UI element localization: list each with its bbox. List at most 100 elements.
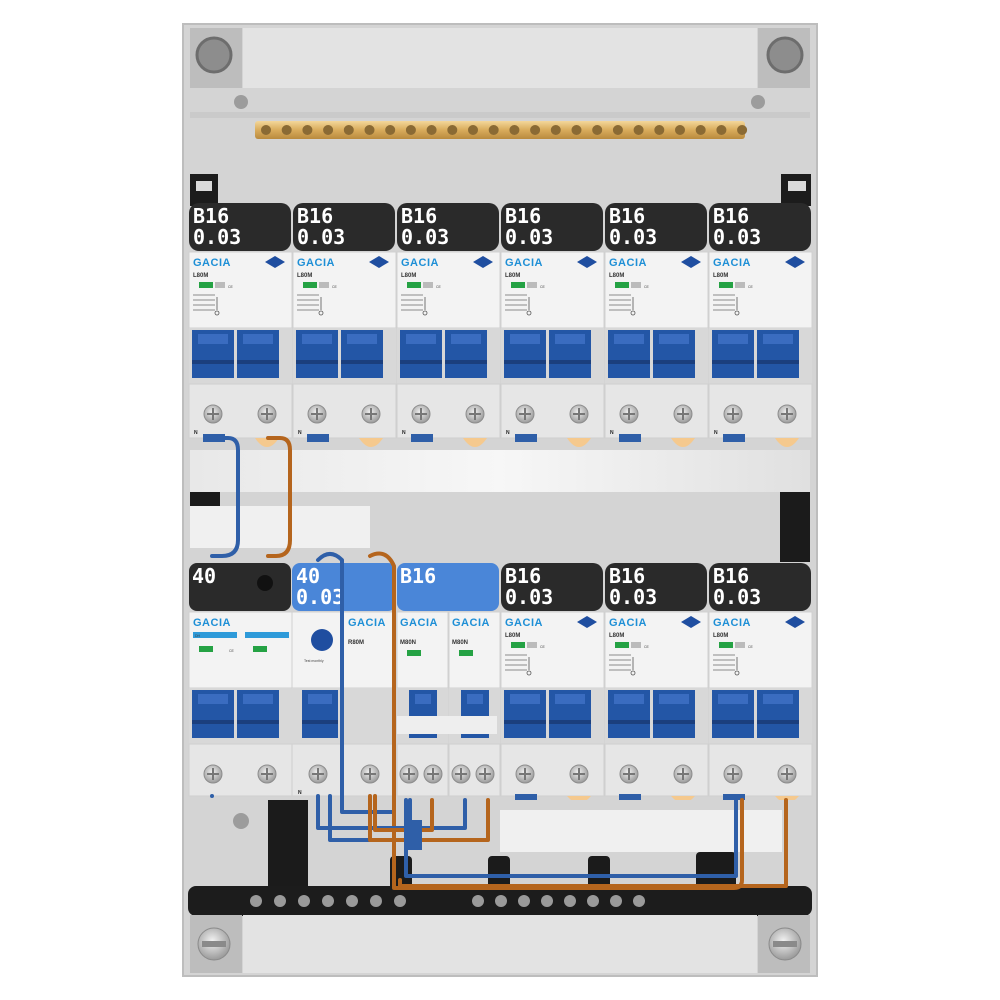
brand-logo: GACIA [713, 617, 751, 629]
neutral-mark: N [714, 430, 718, 436]
live-terminal [359, 438, 383, 447]
toggle-lever[interactable] [302, 690, 338, 738]
toggle-lever[interactable] [237, 330, 279, 378]
terminal-hole-icon [322, 895, 334, 907]
terminal-screw-icon [465, 404, 485, 424]
busbar-hole-icon [737, 125, 748, 135]
toggle-lever[interactable] [341, 330, 383, 378]
toggle-lever[interactable] [653, 690, 695, 738]
toggle-lever[interactable] [400, 330, 442, 378]
terminal-hole-icon [298, 895, 310, 907]
terminal-screw-icon [360, 764, 380, 784]
model-label: DH [195, 634, 201, 638]
neutral-terminal [411, 434, 433, 442]
model-label: L80M [193, 273, 208, 279]
brand-diamond-icon [369, 256, 389, 268]
toggle-lever[interactable] [296, 330, 338, 378]
terminal-screw-icon [777, 404, 797, 424]
busbar-hole-icon [488, 125, 499, 135]
screw-icon [197, 927, 231, 961]
brand-diamond-icon [681, 616, 701, 628]
ce-mark: CE [644, 645, 650, 649]
toggle-lever[interactable] [712, 690, 754, 738]
terminal-hole-icon [394, 895, 406, 907]
toggle-lever[interactable] [549, 690, 591, 738]
toggle-lever[interactable] [757, 690, 799, 738]
ce-mark: CE [332, 285, 338, 289]
brand-diamond-icon [785, 256, 805, 268]
neutral-terminal [515, 434, 537, 442]
neutral-terminal [307, 434, 329, 442]
rating-text: B16 [400, 564, 436, 588]
neutral-mark: N [506, 430, 510, 436]
sensitivity-text: 0.03 [401, 225, 449, 249]
rating-text: B16 [505, 564, 541, 588]
ce-mark: CE [540, 285, 546, 289]
toggle-lever[interactable] [712, 330, 754, 378]
sensitivity-text: 0.03 [713, 225, 761, 249]
brand-logo: GACIA [609, 617, 647, 629]
wiring [210, 436, 788, 890]
model-label: L80M [401, 273, 416, 279]
toggle-lever[interactable] [504, 330, 546, 378]
busbar-hole-icon [509, 125, 520, 135]
status-indicator [199, 282, 213, 288]
busbar-hole-icon [323, 125, 334, 135]
toggle-lever[interactable] [757, 330, 799, 378]
sensitivity-text: 0.03 [609, 225, 657, 249]
rating-text: B16 [401, 204, 437, 228]
toggle-lever[interactable] [608, 690, 650, 738]
busbar-hole-icon [468, 125, 478, 135]
ce-mark: CE [436, 285, 442, 289]
terminal-hole-icon [250, 895, 262, 907]
toggle-lever[interactable] [192, 330, 234, 378]
neutral-rail-cover [190, 450, 810, 492]
toggle-lever[interactable] [653, 330, 695, 378]
model-label: L80M [505, 633, 520, 639]
terminal-screw-icon [308, 764, 328, 784]
terminal-screw-icon [257, 404, 277, 424]
brand-diamond-icon [473, 256, 493, 268]
status-indicator [615, 282, 629, 288]
model-label: R80M [348, 640, 364, 646]
terminal-hole-icon [564, 895, 576, 907]
mounting-hole-icon [766, 36, 804, 74]
terminal-screw-icon [515, 764, 535, 784]
terminal-screw-icon [203, 404, 223, 424]
busbar-hole-icon [571, 125, 582, 135]
lower-rail-cover [500, 810, 782, 852]
sensitivity-text: 0.03 [193, 225, 241, 249]
status-indicator [303, 282, 317, 288]
live-terminal [567, 438, 591, 447]
toggle-lever[interactable] [445, 330, 487, 378]
toggle-lever[interactable] [504, 690, 546, 738]
toggle-lever[interactable] [608, 330, 650, 378]
toggle-lever[interactable] [192, 690, 234, 738]
toggle-lever[interactable] [549, 330, 591, 378]
model-label: L80M [609, 633, 624, 639]
status-indicator [719, 282, 733, 288]
rating-text: B16 [505, 204, 541, 228]
breaker-faceplate: GACIA L80M CE [604, 611, 709, 689]
ce-mark: CE [229, 649, 235, 653]
brand-diamond-icon [577, 616, 597, 628]
busbar-hole-icon [364, 125, 375, 135]
terminal-screw-icon [723, 404, 743, 424]
rail-cover-piece [190, 506, 370, 548]
test-button[interactable] [311, 629, 333, 651]
model-label: L80M [297, 273, 312, 279]
neutral-terminal-bar [188, 886, 812, 916]
terminal-screw-icon [723, 764, 743, 784]
status-indicator [511, 282, 525, 288]
toggle-lever[interactable] [237, 690, 279, 738]
